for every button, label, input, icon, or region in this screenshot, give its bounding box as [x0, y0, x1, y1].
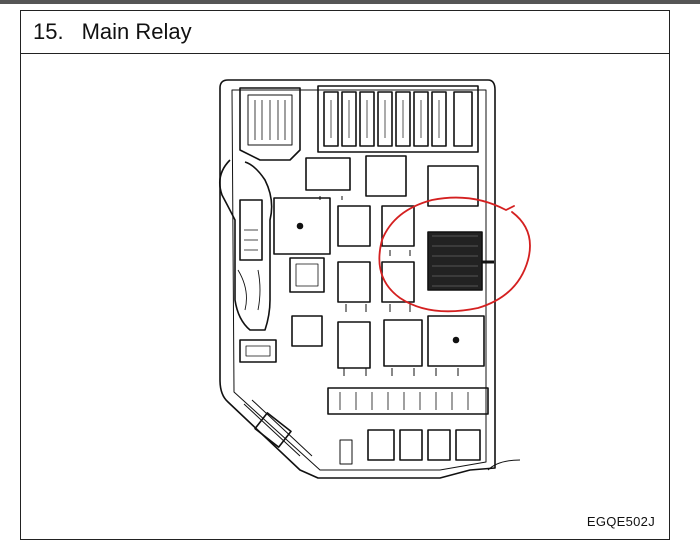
relay-mid-1 — [337, 205, 371, 247]
relay-mid-2 — [381, 205, 415, 247]
top-rule — [0, 0, 700, 4]
fuse-box-housing — [219, 79, 496, 479]
relay-low-2 — [383, 319, 423, 367]
fuse-row-bottom — [367, 429, 481, 461]
main-relay — [427, 231, 483, 291]
small-fuse-left — [239, 339, 277, 363]
relay-large-left — [273, 197, 331, 255]
relay-low-large — [427, 315, 485, 367]
relay-mid-3 — [337, 261, 371, 303]
wire-harness — [219, 87, 301, 331]
highlight-circle — [378, 196, 531, 313]
figure-header: 15. Main Relay — [21, 11, 669, 54]
fuse-row-lower — [327, 387, 489, 415]
connector-left — [291, 315, 323, 347]
figure-code: EGQE502J — [586, 514, 655, 529]
fuse-row-top — [317, 85, 479, 153]
fuse-block-left-1 — [289, 257, 325, 293]
section-title: Main Relay — [81, 19, 192, 44]
figure-frame: 15. Main Relay EGQE502J — [20, 10, 670, 540]
relay-top-3 — [427, 165, 479, 207]
section-number: 15. — [33, 19, 64, 44]
relay-low-1 — [337, 321, 371, 369]
relay-top-2 — [365, 155, 407, 197]
relay-top-1 — [305, 157, 351, 191]
relay-mid-4 — [381, 261, 415, 303]
